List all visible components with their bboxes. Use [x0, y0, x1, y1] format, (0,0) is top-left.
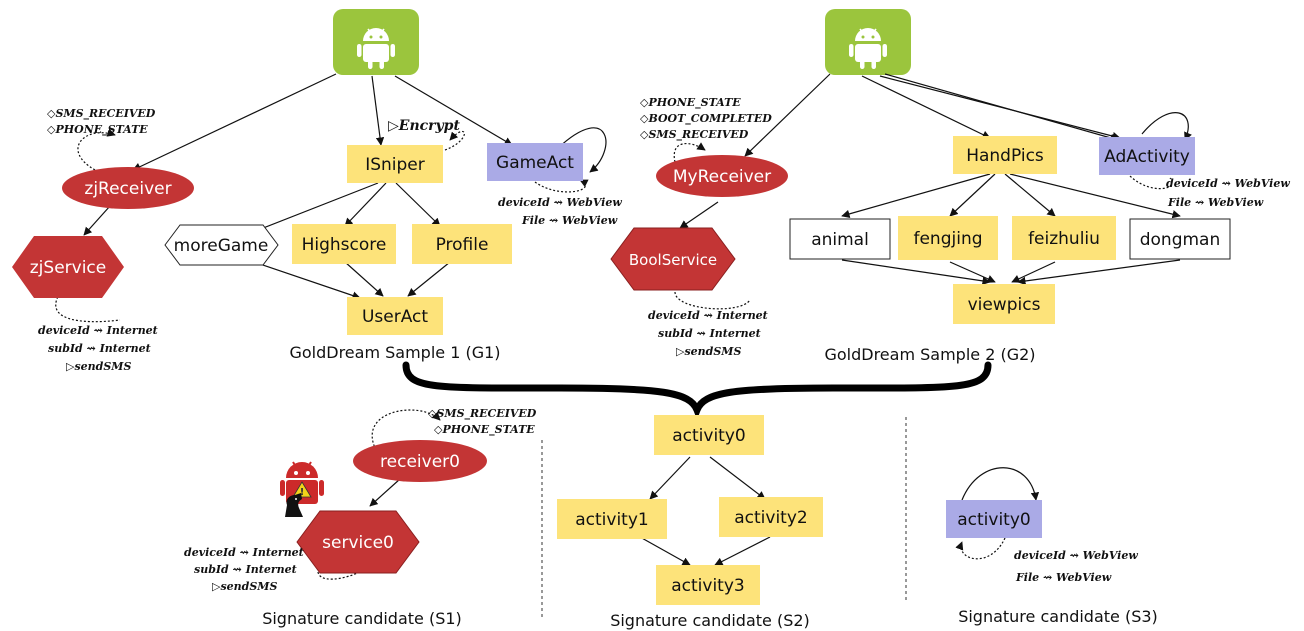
node-activity0: activity0 — [654, 415, 764, 455]
intent-annotation: ◇PHONE_STATE — [434, 423, 535, 437]
intent-annotation: ◇PHONE_STATE — [640, 96, 741, 110]
intent-annotation: ◇SMS_RECEIVED — [47, 107, 156, 121]
node-feizhuliu: feizhuliu — [1012, 216, 1116, 260]
intent-annotation: ◇SMS_RECEIVED — [428, 407, 537, 421]
caption-s3: Signature candidate (S3) — [958, 607, 1158, 626]
caption-s2: Signature candidate (S2) — [610, 611, 810, 630]
caption-g1: GoldDream Sample 1 (G1) — [289, 343, 500, 362]
node-useract: UserAct — [347, 297, 443, 335]
flow-annotation: subId ⇝ Internet — [194, 563, 297, 576]
node-label: HandPics — [966, 146, 1044, 166]
flow-annotation: subId ⇝ Internet — [48, 342, 151, 355]
trojan-horse-icon — [285, 493, 303, 517]
flow-annotation: ▷sendSMS — [212, 580, 277, 593]
node-zjreceiver: zjReceiver — [62, 167, 194, 209]
node-label: viewpics — [968, 295, 1041, 315]
intent-annotation: ◇BOOT_COMPLETED — [640, 112, 772, 126]
s2-graph: activity0 activity1 activity2 activity3 … — [557, 415, 823, 630]
node-myreceiver: MyReceiver — [656, 155, 788, 197]
node-label: feizhuliu — [1028, 229, 1100, 249]
caption-g2: GoldDream Sample 2 (G2) — [824, 345, 1035, 364]
node-adactivity: AdActivity — [1099, 137, 1195, 175]
node-activity0-s3: activity0 — [946, 500, 1042, 538]
flow-annotation: deviceId ⇝ WebView — [1166, 177, 1290, 190]
node-receiver0: receiver0 — [353, 440, 487, 482]
node-label: dongman — [1140, 230, 1221, 250]
node-isniper: ISniper — [347, 145, 443, 183]
g1-graph: zjReceiver zjService ISniper GameAct mor… — [12, 9, 622, 373]
encrypt-annotation: ▷Encrypt — [388, 118, 460, 134]
node-label: activity3 — [671, 576, 744, 596]
node-label: activity0 — [672, 426, 745, 446]
node-label: GameAct — [496, 153, 574, 173]
node-fengjing: fengjing — [898, 216, 998, 260]
node-label: zjService — [30, 258, 106, 278]
node-label: Highscore — [302, 235, 387, 255]
flow-annotation: deviceId ⇝ WebView — [1014, 549, 1138, 562]
malware-android-icon: ! — [280, 461, 324, 504]
flow-annotation: ▷sendSMS — [676, 345, 741, 358]
node-service0: service0 — [296, 510, 420, 574]
node-label: activity1 — [575, 510, 648, 530]
merge-brace — [402, 361, 992, 420]
node-activity3: activity3 — [656, 565, 760, 605]
node-label: activity2 — [734, 508, 807, 528]
g2-graph: MyReceiver BoolService HandPics AdActivi… — [610, 9, 1290, 364]
svg-text:!: ! — [300, 487, 305, 498]
node-label: animal — [811, 230, 869, 250]
flow-annotation: deviceId ⇝ Internet — [648, 309, 768, 322]
caption-s1: Signature candidate (S1) — [262, 609, 462, 628]
android-icon — [825, 9, 911, 75]
node-label: fengjing — [913, 229, 982, 249]
node-activity2: activity2 — [719, 497, 823, 537]
node-label: zjReceiver — [84, 179, 171, 199]
node-dongman: dongman — [1129, 218, 1231, 260]
node-label: receiver0 — [380, 452, 460, 472]
node-label: BoolService — [629, 251, 717, 269]
intent-annotation: ◇PHONE_STATE — [47, 123, 148, 137]
flow-annotation: File ⇝ WebView — [1167, 196, 1264, 209]
node-label: service0 — [322, 533, 394, 553]
node-handpics: HandPics — [953, 136, 1057, 174]
android-icon — [333, 9, 419, 75]
flow-annotation: ▷sendSMS — [66, 360, 131, 373]
s3-graph: activity0 deviceId ⇝ WebView File ⇝ WebV… — [946, 467, 1158, 626]
node-zjservice: zjService — [12, 236, 124, 298]
flow-annotation: deviceId ⇝ Internet — [184, 546, 304, 559]
node-boolservice: BoolService — [610, 227, 736, 291]
node-label: ISniper — [365, 155, 425, 175]
flow-annotation: deviceId ⇝ Internet — [38, 324, 158, 337]
flow-annotation: File ⇝ WebView — [521, 214, 618, 227]
node-label: AdActivity — [1104, 147, 1190, 167]
node-profile: Profile — [412, 224, 512, 264]
node-activity1: activity1 — [557, 499, 667, 539]
node-viewpics: viewpics — [953, 284, 1055, 324]
node-highscore: Highscore — [292, 224, 396, 264]
node-gameact: GameAct — [487, 143, 583, 181]
node-animal: animal — [789, 218, 891, 260]
flow-annotation: subId ⇝ Internet — [658, 327, 761, 340]
node-label: activity0 — [957, 510, 1030, 530]
intent-annotation: ◇SMS_RECEIVED — [640, 128, 749, 142]
node-moregame: moreGame — [164, 224, 279, 266]
node-label: MyReceiver — [673, 167, 771, 187]
node-label: moreGame — [174, 236, 269, 256]
s1-graph: ! receiver0 service0 ◇SMS_RECEIVED ◇PHON… — [184, 407, 537, 628]
flow-annotation: deviceId ⇝ WebView — [498, 196, 622, 209]
node-label: Profile — [436, 235, 489, 255]
flow-annotation: File ⇝ WebView — [1015, 571, 1112, 584]
node-label: UserAct — [362, 307, 428, 327]
